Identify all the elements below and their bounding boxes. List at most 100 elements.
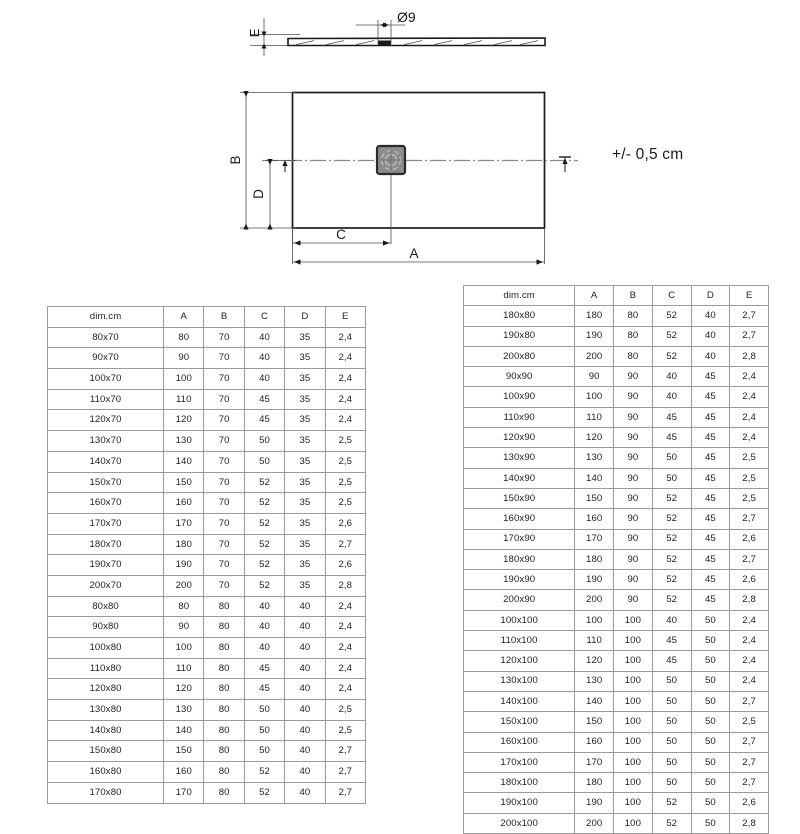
cell-dim: 200x70 [46,574,165,597]
cell-a: 200 [574,589,615,611]
cell-a: 180 [574,305,615,327]
cell-d: 35 [284,554,326,576]
cell-c: 45 [243,657,286,680]
cell-dim: 140x90 [462,467,576,489]
cell-b: 100 [613,609,653,632]
drain-plug-section [378,40,391,46]
cell-d: 50 [690,690,731,713]
cell-b: 70 [203,533,245,556]
section-view: Ø9 E [247,9,546,56]
cell-c: 52 [651,792,692,814]
cell-d: 50 [690,751,731,774]
cell-b: 90 [613,528,653,550]
thickness-arrow-up [261,31,267,37]
cell-b: 100 [613,670,653,692]
cell-b: 80 [203,657,245,680]
cell-c: 52 [651,528,692,550]
cell-dim: 130x80 [46,699,165,721]
cell-e: 2,8 [729,345,769,368]
cell-e: 2,6 [729,792,769,814]
cell-d: 40 [284,616,326,638]
cell-b: 70 [203,430,245,452]
table-header-cell-d: D [284,306,326,328]
cell-d: 40 [284,761,326,783]
cell-d: 50 [690,711,731,733]
cell-a: 100 [574,609,615,632]
tolerance-note: +/- 0,5 cm [612,146,684,163]
cell-a: 200 [163,574,205,597]
cell-d: 40 [284,595,326,618]
cell-e: 2,6 [324,512,367,535]
cell-c: 52 [243,574,286,597]
cell-dim: 180x80 [462,305,576,327]
cell-e: 2,4 [729,609,769,632]
thickness-label: E [247,28,262,37]
table-header-cell-a: A [163,306,205,328]
cell-dim: 90x70 [46,347,165,370]
cell-b: 100 [613,731,653,753]
thickness-arrow-down [261,43,267,49]
cell-a: 120 [163,678,205,701]
cell-b: 70 [203,492,245,514]
d-tick-arrow [282,160,288,166]
cell-c: 50 [651,690,692,713]
cell-a: 160 [163,761,205,783]
cell-a: 180 [574,772,615,794]
cell-d: 35 [284,574,326,597]
b-arrow-top [243,91,249,97]
cell-dim: 90x80 [46,616,165,638]
cell-a: 170 [574,751,615,774]
cell-e: 2,5 [324,430,367,452]
cell-b: 70 [203,347,245,370]
cell-e: 2,7 [729,751,769,774]
cell-e: 2,5 [729,447,769,469]
cell-a: 90 [574,366,615,388]
cell-d: 35 [284,347,326,370]
cell-a: 130 [574,670,615,692]
cell-d: 50 [690,772,731,794]
cell-b: 100 [613,792,653,814]
cell-b: 100 [613,630,653,652]
cell-c: 52 [651,508,692,530]
cell-a: 120 [163,409,205,432]
cell-a: 80 [163,326,205,349]
cell-d: 35 [284,533,326,556]
cell-e: 2,4 [729,670,769,692]
cell-b: 90 [613,589,653,611]
cell-d: 50 [690,792,731,814]
cell-c: 40 [243,637,286,659]
cell-d: 35 [284,450,326,473]
cell-b: 70 [203,450,245,473]
cell-b: 100 [613,690,653,713]
cell-b: 90 [613,386,653,408]
cell-b: 80 [613,325,653,347]
cell-c: 52 [651,812,692,834]
cell-dim: 110x100 [462,630,576,652]
cell-a: 190 [574,569,615,591]
cell-dim: 140x100 [462,690,576,713]
cell-a: 130 [574,447,615,469]
cell-c: 50 [651,467,692,489]
cell-b: 80 [203,740,245,763]
cell-e: 2,4 [729,427,769,449]
cell-c: 40 [243,368,286,390]
d-label: D [251,189,266,199]
plan-view: B D C A [228,91,578,265]
cell-d: 50 [690,731,731,753]
a-arrow-left [294,259,301,265]
cell-dim: 130x70 [46,430,165,452]
